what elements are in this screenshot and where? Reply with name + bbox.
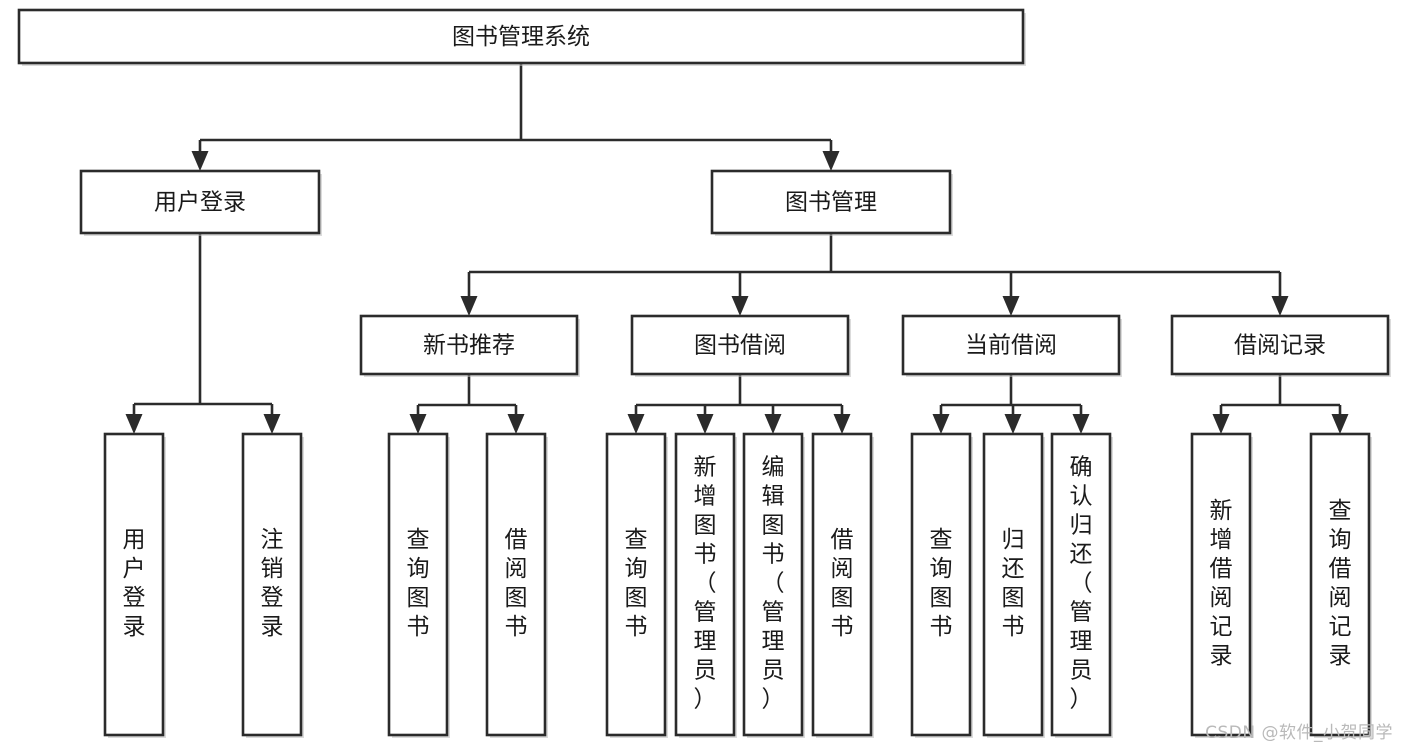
node-rect[interactable]	[910, 432, 972, 737]
node-label: 归还图书	[1002, 527, 1025, 640]
node-rect[interactable]	[901, 314, 1121, 376]
node-label: 借阅图书	[505, 527, 528, 640]
node-rect[interactable]	[1170, 314, 1390, 376]
node-book-manage[interactable]: 图书管理	[710, 169, 953, 236]
node-leaf-user-logout[interactable]: 注销登录	[241, 432, 304, 738]
node-label: 用户登录	[123, 527, 146, 640]
node-rect[interactable]	[742, 432, 804, 737]
node-leaf-query-book-2[interactable]: 查询图书	[605, 432, 668, 738]
node-leaf-borrow-book-1[interactable]: 借阅图书	[485, 432, 548, 738]
node-rect[interactable]	[630, 314, 850, 376]
node-rect[interactable]	[605, 432, 667, 737]
node-rect[interactable]	[103, 432, 165, 737]
node-leaf-borrow-book-2[interactable]: 借阅图书	[811, 432, 874, 738]
node-root[interactable]: 图书管理系统	[17, 8, 1026, 66]
node-rect[interactable]	[359, 314, 579, 376]
node-label: 借阅记录	[1234, 333, 1326, 359]
node-leaf-confirm-return-admin[interactable]: 确认归还（管理员）	[1050, 432, 1113, 738]
node-rect[interactable]	[241, 432, 303, 737]
node-user-login[interactable]: 用户登录	[79, 169, 322, 236]
node-leaf-return-book[interactable]: 归还图书	[982, 432, 1045, 738]
node-rect[interactable]	[710, 169, 952, 235]
node-leaf-user-login[interactable]: 用户登录	[103, 432, 166, 738]
node-label: 查询图书	[407, 527, 430, 640]
node-label: 查询图书	[625, 527, 648, 640]
node-label: 查询借阅记录	[1329, 498, 1352, 669]
node-label: 图书管理	[785, 190, 877, 216]
node-leaf-query-book-3[interactable]: 查询图书	[910, 432, 973, 738]
node-new-book-recommend[interactable]: 新书推荐	[359, 314, 580, 377]
node-rect[interactable]	[982, 432, 1044, 737]
node-label: 确认归还（管理员）	[1070, 455, 1093, 713]
node-label: 用户登录	[154, 190, 246, 216]
node-rect[interactable]	[1050, 432, 1112, 737]
node-label: 查询图书	[930, 527, 953, 640]
node-rect[interactable]	[1190, 432, 1252, 737]
node-rect[interactable]	[79, 169, 321, 235]
node-leaf-query-book-1[interactable]: 查询图书	[387, 432, 450, 738]
node-layer: 图书管理系统用户登录图书管理新书推荐图书借阅当前借阅借阅记录用户登录注销登录查询…	[17, 8, 1391, 738]
node-book-borrow[interactable]: 图书借阅	[630, 314, 851, 377]
node-label: 新增借阅记录	[1210, 498, 1233, 669]
node-label: 图书借阅	[694, 333, 786, 359]
node-rect[interactable]	[674, 432, 736, 737]
node-rect[interactable]	[387, 432, 449, 737]
node-rect[interactable]	[1309, 432, 1371, 737]
node-label: 注销登录	[261, 527, 284, 640]
node-rect[interactable]	[17, 8, 1025, 65]
node-leaf-edit-book-admin[interactable]: 编辑图书（管理员）	[742, 432, 805, 738]
node-label: 编辑图书（管理员）	[762, 455, 785, 713]
node-label: 当前借阅	[965, 333, 1057, 359]
node-rect[interactable]	[811, 432, 873, 737]
node-leaf-query-borrow-record[interactable]: 查询借阅记录	[1309, 432, 1372, 738]
node-label: 借阅图书	[831, 527, 854, 640]
csdn-watermark: CSDN @软件_小贺同学	[1205, 723, 1393, 743]
node-leaf-add-borrow-record[interactable]: 新增借阅记录	[1190, 432, 1253, 738]
node-current-borrow[interactable]: 当前借阅	[901, 314, 1122, 377]
connector-layer	[125, 63, 1349, 434]
node-leaf-add-book-admin[interactable]: 新增图书（管理员）	[674, 432, 737, 738]
node-borrow-record[interactable]: 借阅记录	[1170, 314, 1391, 377]
node-rect[interactable]	[485, 432, 547, 737]
node-label: 图书管理系统	[452, 24, 590, 50]
node-label: 新增图书（管理员）	[694, 455, 717, 713]
node-label: 新书推荐	[423, 333, 515, 359]
